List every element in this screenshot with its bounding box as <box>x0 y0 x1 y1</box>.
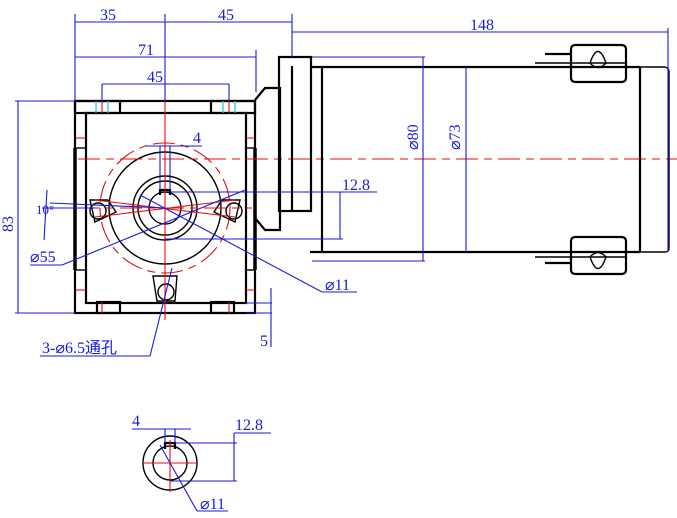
terminal-bottom <box>535 235 628 276</box>
mount-hole-bottom <box>157 283 175 301</box>
dimension-lines <box>15 14 669 357</box>
dim-83: 83 <box>0 216 17 232</box>
dim-35: 35 <box>100 7 116 24</box>
dim-mount-holes: 3-⌀6.5通孔 <box>42 339 117 357</box>
dim-148: 148 <box>470 17 494 34</box>
dim-base-thickness: 5 <box>260 333 268 350</box>
dim-45-holes: 45 <box>147 69 163 86</box>
dim-flange-dia: ⌀80 <box>405 124 422 150</box>
mounting-flange <box>277 55 313 213</box>
dim-body-dia: ⌀73 <box>447 124 464 150</box>
dim-bolt-circle: ⌀55 <box>30 249 56 266</box>
top-right-lug <box>209 99 257 115</box>
bottom-left-lug <box>95 300 122 315</box>
shaft-detail <box>132 428 271 512</box>
dim-key-height: 12.8 <box>342 177 370 194</box>
dim-71: 71 <box>138 42 154 59</box>
mount-hole-left <box>89 202 107 220</box>
mount-hole-right <box>225 202 243 220</box>
dim-angle: 10° <box>36 202 54 217</box>
dim-45-top: 45 <box>218 7 234 24</box>
dim-key-width: 4 <box>193 130 201 147</box>
top-left-lug <box>73 99 122 115</box>
detail-key-height: 12.8 <box>235 417 263 434</box>
end-cap <box>640 66 670 253</box>
terminal-top <box>535 43 628 84</box>
detail-key-width: 4 <box>132 413 140 430</box>
dim-shaft: ⌀11 <box>325 277 350 294</box>
motor-side-view <box>254 43 670 276</box>
detail-shaft-dia: ⌀11 <box>200 496 225 513</box>
centerlines <box>78 101 677 320</box>
bottom-right-lug <box>209 300 236 315</box>
